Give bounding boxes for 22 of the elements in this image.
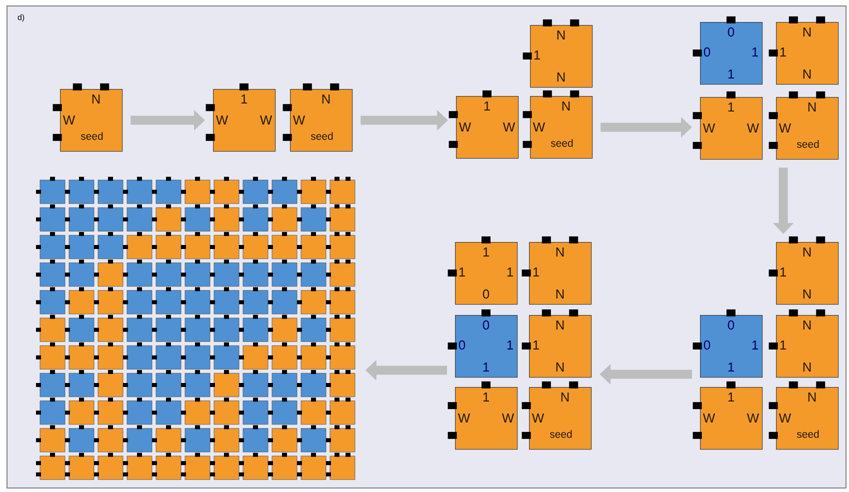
tile: N W seed — [522, 381, 592, 450]
tile: N 1 N — [768, 236, 839, 305]
tile: N W seed — [522, 90, 593, 159]
tile: 0 0 1 1 — [448, 309, 518, 378]
tile: 1 W W — [692, 91, 763, 160]
tile: 0 0 1 1 — [692, 16, 763, 85]
tile: N W seed — [768, 91, 839, 160]
tile: 1 W W — [448, 381, 518, 450]
tile: 0 0 1 1 — [692, 309, 763, 378]
tile: 1 W W — [206, 83, 276, 152]
tile: N 1 N — [768, 309, 839, 378]
tile: 1 W W — [448, 90, 519, 159]
tile: N 1 N — [768, 16, 839, 85]
tile: N 1 N — [522, 236, 592, 305]
tile: 1 W W — [692, 381, 763, 450]
tile: N W seed — [282, 83, 353, 152]
tile: 1 1 1 0 — [448, 236, 518, 305]
tile-grid-drawing — [36, 176, 356, 480]
tile: N 1 N — [522, 309, 592, 378]
tile: N W seed — [768, 381, 839, 450]
tile: N W seed — [52, 83, 123, 152]
tile: N 1 N — [522, 19, 593, 88]
